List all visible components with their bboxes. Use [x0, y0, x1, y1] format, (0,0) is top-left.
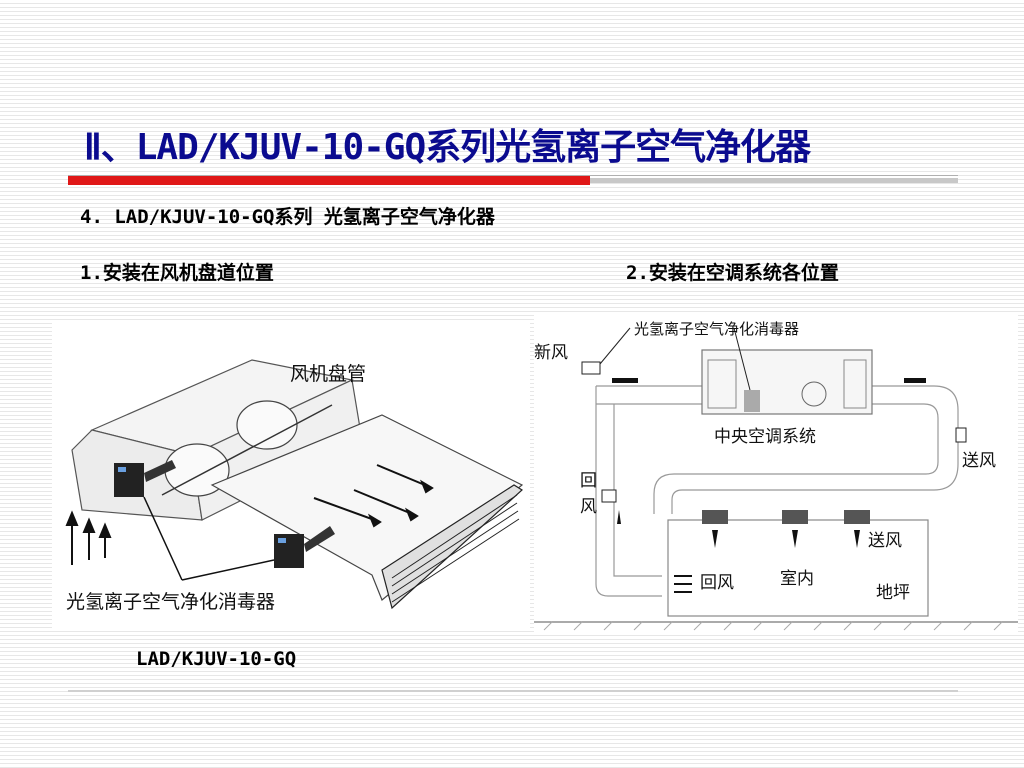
purifier-return [601, 489, 617, 503]
label-supply-air-right: 送风 [962, 451, 996, 471]
label-fresh-air: 新风 [534, 343, 568, 363]
section-label-fan-coil: 1.安装在风机盘道位置 [80, 262, 274, 284]
bottom-divider [68, 690, 958, 692]
label-fan-coil: 风机盘管 [290, 363, 366, 385]
label-supply-air-room: 送风 [868, 531, 902, 551]
fan-coil-illustration: 风机盘管 光氢离子空气净化消毒器 [52, 320, 530, 630]
label-indoor: 室内 [780, 569, 814, 589]
slide-title: Ⅱ、LAD/KJUV-10-GQ系列光氢离子空气净化器 [84, 127, 811, 168]
title-divider-grey [590, 178, 958, 183]
hvac-drawing: 光氢离子空气净化消毒器 新风 中央空调系统 送风 回 风 送风 回风 室内 地坪 [534, 320, 1018, 631]
title-divider-thin [68, 175, 958, 176]
hvac-flow-arrows [612, 378, 926, 524]
label-return-air-left-1: 回 [580, 471, 597, 491]
label-central-ac: 中央空调系统 [714, 427, 816, 447]
blower-right [236, 400, 298, 450]
ceiling-diffusers [702, 510, 870, 524]
label-return-air-left-2: 风 [580, 497, 597, 517]
slide-subtitle: 4. LAD/KJUV-10-GQ系列 光氢离子空气净化器 [80, 206, 495, 228]
label-purifier-fan-coil: 光氢离子空气净化消毒器 [66, 591, 275, 613]
airflow-arrows [313, 464, 434, 528]
fan-shaft [161, 404, 333, 496]
return-arrows [674, 575, 692, 593]
floor-hatch [543, 621, 1003, 631]
figure-caption: LAD/KJUV-10-GQ [136, 648, 297, 670]
purifier-unit-center [274, 526, 335, 568]
section-label-hvac: 2.安装在空调系统各位置 [626, 262, 839, 284]
title-divider-red [68, 176, 590, 185]
hvac-system-diagram: 光氢离子空气净化消毒器 新风 中央空调系统 送风 回 风 送风 回风 室内 地坪 [534, 314, 1018, 634]
purifier-supply [955, 427, 967, 443]
fan-coil-drawing: 风机盘管 光氢离子空气净化消毒器 [65, 359, 524, 613]
diffuser-arrows [712, 530, 860, 548]
purifier-fresh-air [581, 361, 601, 375]
intake-arrows [65, 510, 112, 565]
label-purifier-hvac: 光氢离子空气净化消毒器 [634, 320, 799, 338]
label-floor: 地坪 [876, 583, 910, 603]
purifier-unit-left [114, 460, 176, 497]
label-return-air-room: 回风 [700, 573, 734, 593]
